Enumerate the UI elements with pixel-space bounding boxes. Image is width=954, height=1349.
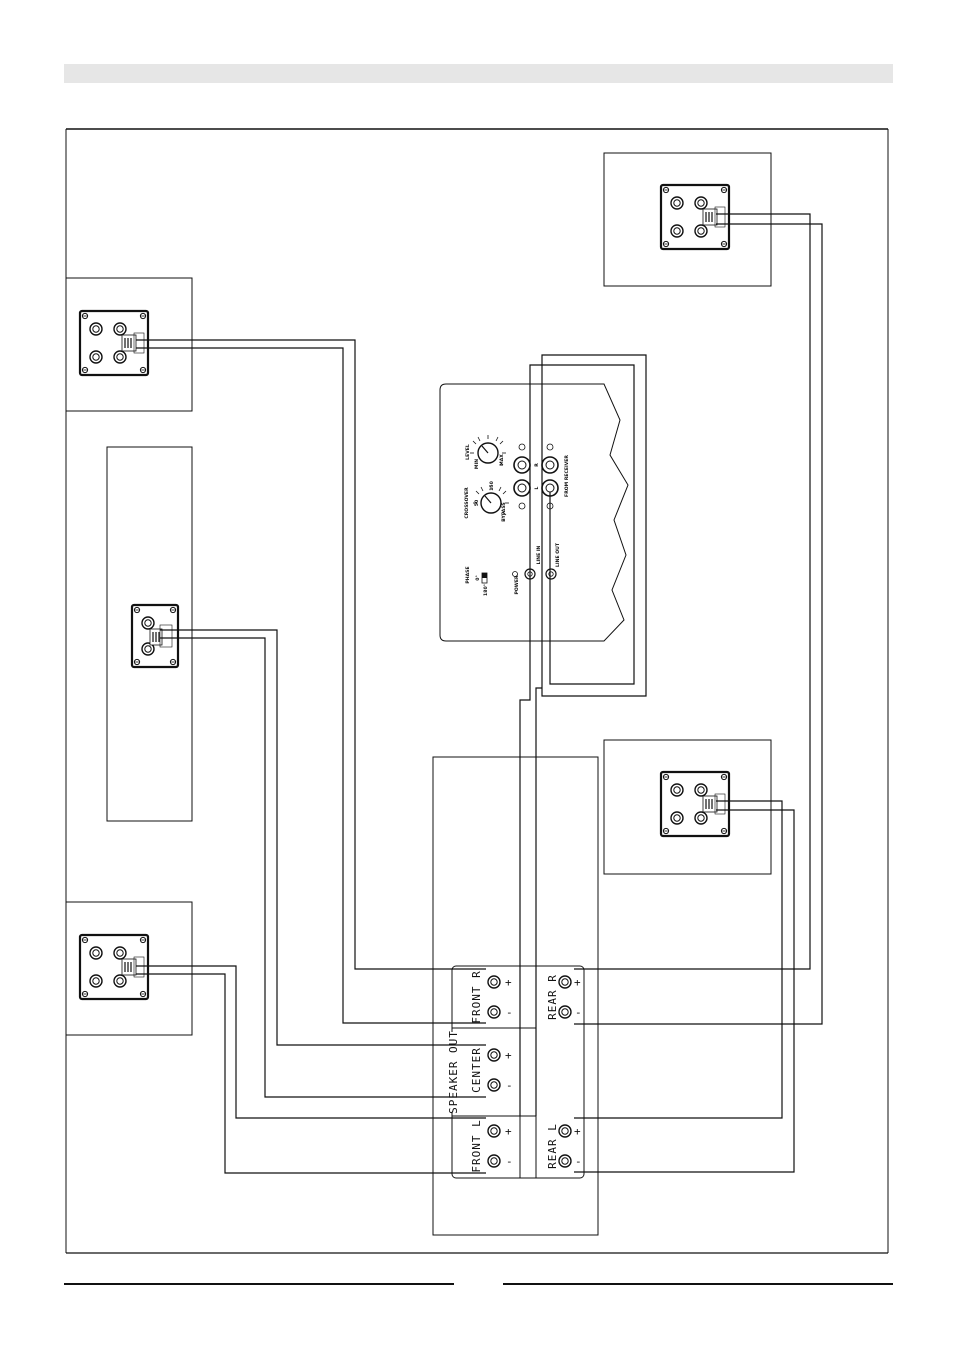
minus-mark: - xyxy=(506,1079,514,1092)
panel-label-line-in: LINE IN xyxy=(536,545,542,564)
panel-label-line-out: LINE OUT xyxy=(555,542,561,567)
minus-mark: - xyxy=(575,1155,583,1168)
plus-mark: + xyxy=(574,976,582,989)
panel-label-l: L xyxy=(534,486,540,489)
plus-mark: + xyxy=(505,1125,513,1138)
plus-mark: + xyxy=(574,1125,582,1138)
terminal-plate-top-right xyxy=(661,185,729,249)
terminal-plate-front-right xyxy=(661,772,729,836)
minus-mark: - xyxy=(506,1155,514,1168)
panel-label-phase-180: 180° xyxy=(483,584,489,596)
panel-label-level: LEVEL xyxy=(465,444,471,460)
terminal-plate-rear-left xyxy=(80,935,148,999)
panel-label-phase: PHASE xyxy=(465,566,471,583)
receiver-box xyxy=(433,757,598,1235)
label-center: CENTER xyxy=(470,1047,483,1093)
minus-mark: - xyxy=(506,1006,514,1019)
panel-label-min: MIN xyxy=(474,459,480,469)
panel-label-150: 150 xyxy=(489,481,495,491)
label-rear-l: REAR L xyxy=(546,1123,559,1169)
footer-rule-left xyxy=(64,1283,454,1285)
panel-label-crossover: CROSSOVER xyxy=(464,487,470,519)
label-front-l: FRONT L xyxy=(470,1119,483,1172)
phase-switch[interactable] xyxy=(482,573,487,583)
panel-label-50: 50 xyxy=(474,500,480,506)
label-front-r: FRONT R xyxy=(470,970,483,1023)
panel-label-r: R xyxy=(534,463,540,467)
panel-label-bypass: BYPASS xyxy=(501,502,507,522)
plus-mark: + xyxy=(505,976,513,989)
speaker-wires xyxy=(136,214,822,1173)
label-speaker-out: SPEAKER OUT xyxy=(447,1030,460,1114)
panel-label-max: MAX xyxy=(499,454,505,466)
panel-label-power: POWER xyxy=(514,575,520,594)
terminal-plate-front-left xyxy=(80,311,148,375)
plus-mark: + xyxy=(505,1049,513,1062)
panel-label-phase-0: 0° xyxy=(475,575,481,581)
minus-mark: - xyxy=(575,1006,583,1019)
footer-rule-right xyxy=(503,1283,893,1285)
label-rear-r: REAR R xyxy=(546,974,559,1020)
panel-label-from-receiver: FROM RECEIVER xyxy=(564,455,570,497)
terminal-plate-center xyxy=(132,605,178,667)
